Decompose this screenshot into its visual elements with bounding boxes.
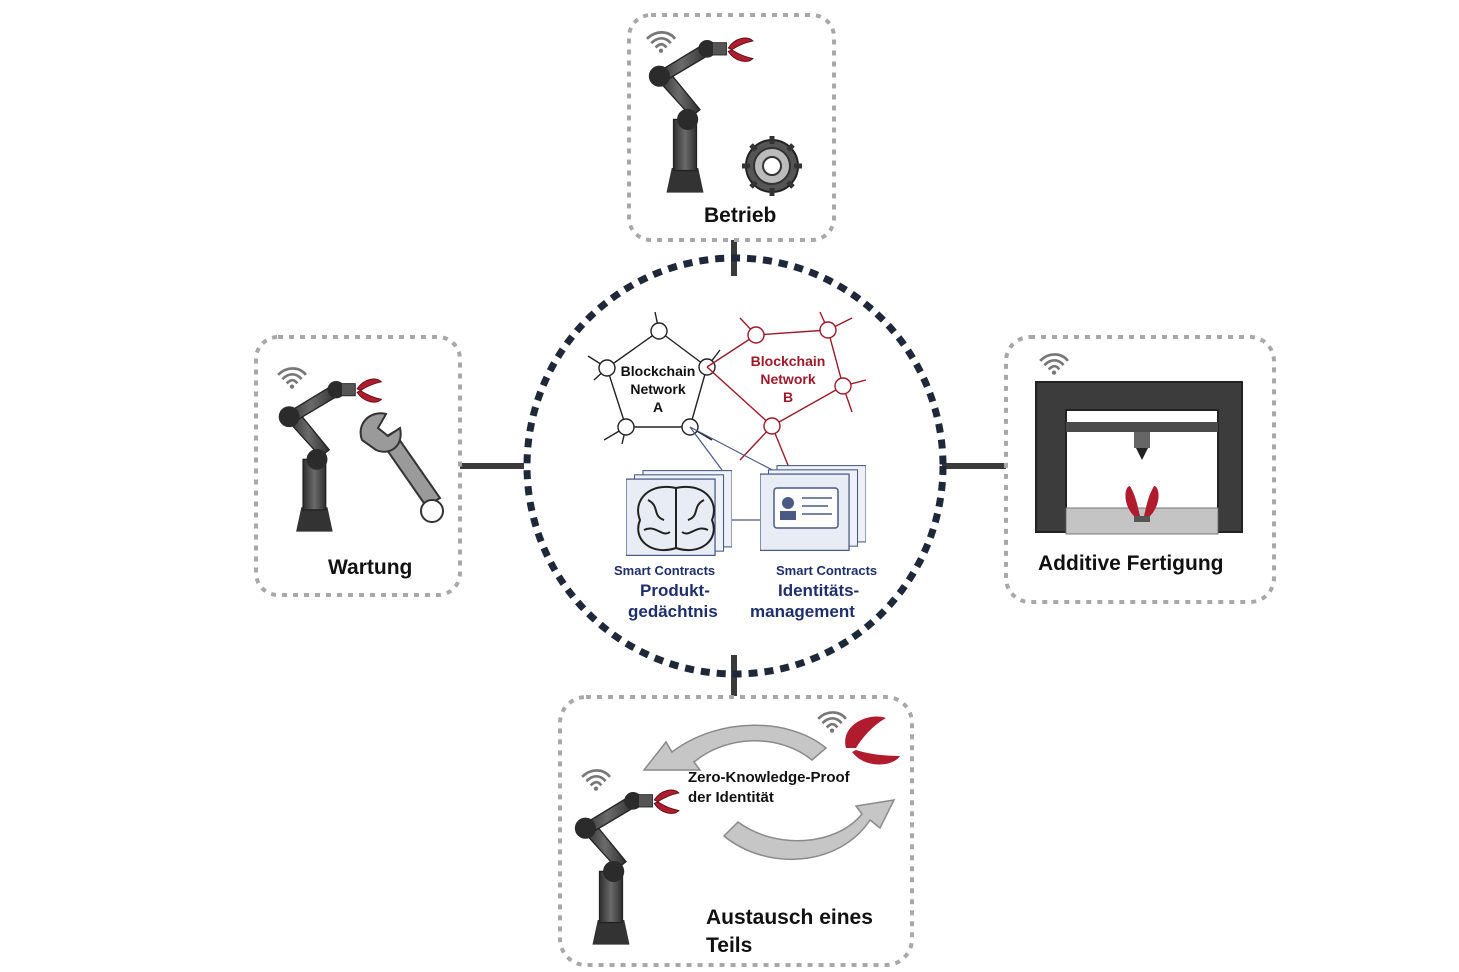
smart-contract-docs-1 (626, 470, 732, 556)
smart-contract-1-title-line1: Produkt- (640, 581, 710, 600)
module-box-bottom (558, 695, 914, 967)
module-box-right (1004, 335, 1276, 604)
id-card-icon (773, 487, 839, 529)
network-b-label: Blockchain Network B (750, 353, 826, 405)
smart-contract-1-caption: Smart Contracts (614, 563, 716, 578)
wifi-icon (276, 367, 308, 390)
module-label-austausch-line1: Austausch eines (706, 906, 873, 929)
wrench-icon (359, 412, 444, 523)
network-a-label: Blockchain Network A (620, 363, 696, 415)
3d-printer-icon (1035, 381, 1243, 535)
wifi-icon (816, 711, 848, 734)
smart-contract-1-title-line2: gedächtnis (628, 602, 718, 621)
module-label-austausch-line2: Teils (706, 934, 753, 957)
robot-arm-icon (648, 37, 754, 194)
module-box-top (627, 13, 836, 242)
smart-contract-2-title-line2: management (750, 602, 855, 621)
wifi-icon (1038, 353, 1070, 376)
gear-icon (742, 136, 802, 196)
module-label-wartung: Wartung (328, 556, 413, 579)
exchange-arrow-bottom-icon (722, 799, 896, 861)
smart-contract-2-title-line1: Identitäts- (778, 581, 860, 600)
module-label-additive-fertigung: Additive Fertigung (1038, 552, 1224, 575)
network-b-nodes (747, 321, 852, 435)
gripper-part-icon (845, 716, 900, 765)
wifi-icon (580, 769, 612, 792)
smart-contract-2-caption: Smart Contracts (776, 563, 878, 578)
robot-arm-icon (574, 789, 680, 946)
robot-arm-icon (277, 378, 383, 533)
exchange-arrow-top-icon (642, 724, 828, 771)
brain-icon (637, 485, 715, 551)
blockchain-circle (523, 254, 947, 678)
wifi-icon (645, 30, 677, 54)
network-b-graph (706, 311, 867, 471)
zkp-label-line1: Zero-Knowledge-Proof (688, 769, 850, 786)
module-label-betrieb: Betrieb (704, 204, 777, 227)
zkp-label-line2: der Identität (688, 789, 774, 806)
module-box-left (254, 335, 462, 597)
